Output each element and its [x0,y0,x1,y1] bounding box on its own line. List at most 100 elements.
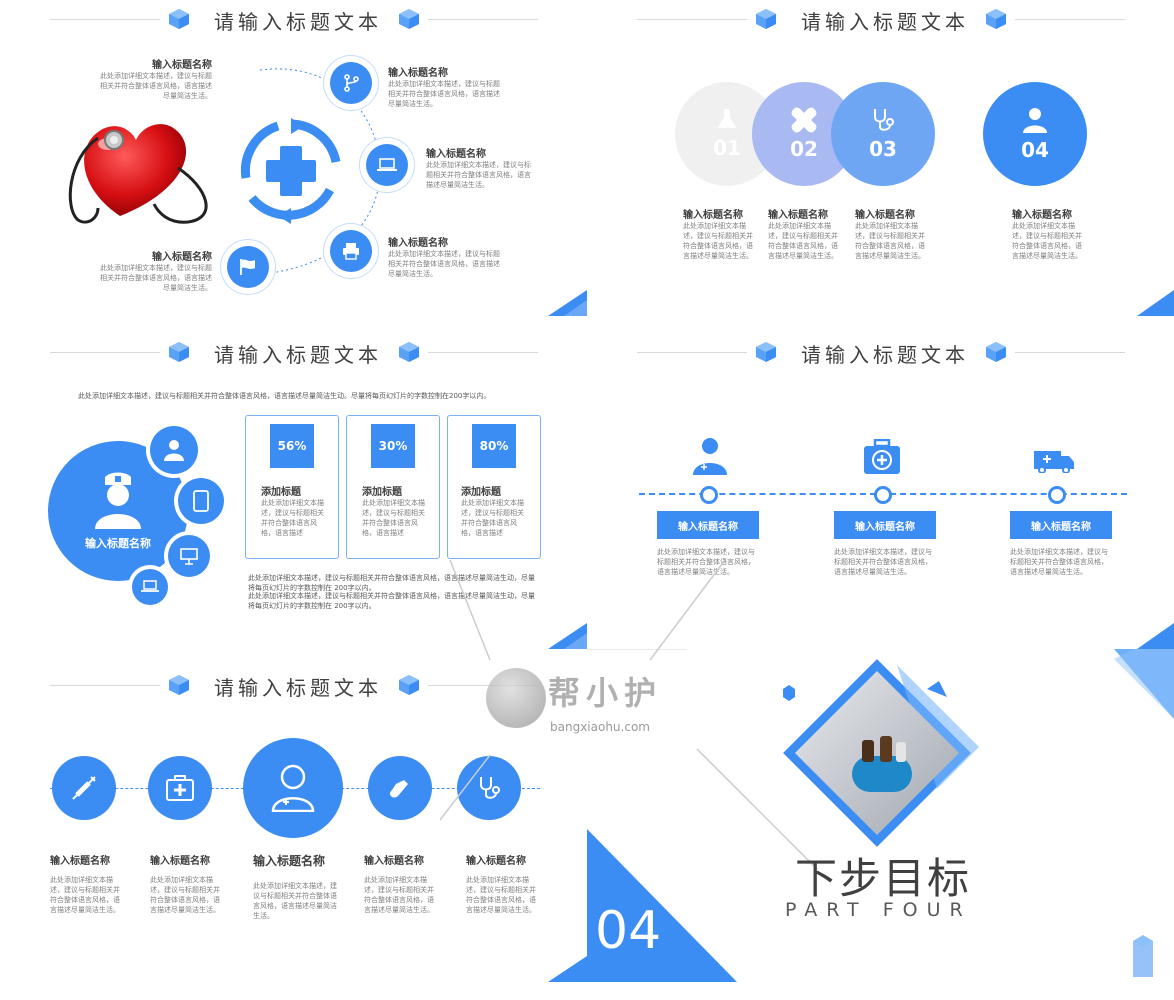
title-rule-left [50,19,160,20]
slide-title: 请输入标题文本 [214,343,382,367]
right-block-1: 输入标题名称 此处添加详细文本描述，建议与标题相关并符合整体语言风格，语言描述尽… [388,64,500,109]
right-block-3: 输入标题名称 此处添加详细文本描述，建议与标题相关并符合整体语言风格，语言描述尽… [388,234,500,279]
item-desc: 此处添加详细文本描述，建议与标题相关并符合整体语言风格，语言描述尽量简洁生活。 [364,876,434,914]
stethoscope-icon [874,109,894,131]
stat-value: 56% [270,424,314,468]
item-title: 输入标题名称 [50,856,110,867]
step-text-04: 输入标题名称 此处添加详细文本描述，建议与标题相关并符合整体语言风格，语言描述尽… [1012,206,1088,261]
timeline-node [700,486,718,504]
slide-title: 请输入标题文本 [801,343,969,367]
stat-card-2: 30% 添加标题 此处添加详细文本描述，建议与标题相关并符合整体语言风格，语言描… [346,415,440,559]
section-number: 04 [595,901,662,961]
cube-icon [986,9,1006,29]
slide-4[interactable]: 请输入标题文本 输入标题名称 输入标题名称 输入标题名称 此处添加详细文本描述，… [587,333,1174,649]
corner-triangle [1137,623,1174,649]
step-text-03: 输入标题名称 此处添加详细文本描述，建议与标题相关并符合整体语言风格，语言描述尽… [855,206,931,261]
item-desc: 此处添加详细文本描述，建议与标题相关并符合整体语言风格，语言描述尽量简洁生活。 [426,161,531,189]
timeline-desc: 此处添加详细文本描述，建议与标题相关并符合整体语言风格，语言描述尽量简洁生活。 [657,548,755,576]
dotted-connector [249,68,381,276]
bandage-icon [791,107,817,133]
timeline-node [1048,486,1066,504]
item-title: 输入标题名称 [388,238,448,249]
intro-text: 此处添加详细文本描述，建议与标题相关并符合整体语言风格，语言描述尽量简洁生动。尽… [78,392,491,400]
title-rule-right [1015,352,1125,353]
item-title: 输入标题名称 [364,856,424,867]
medical-kit-icon [864,439,900,474]
doctor-icon [243,738,343,838]
left-bottom-block: 输入标题名称 此处添加详细文本描述，建议与标题相关并符合整体语言风格，语言描述尽… [100,248,212,293]
title-rule-left [637,19,747,20]
watermark-logo [486,668,546,728]
ambulance-icon [1034,451,1074,473]
step-circle-03: 03 [831,82,935,186]
presentation-icon [168,535,210,577]
step-text-01: 输入标题名称 此处添加详细文本描述，建议与标题相关并符合整体语言风格，语言描述尽… [683,206,759,261]
item-title: 输入标题名称 [768,210,828,221]
laptop-icon [132,569,168,605]
doctor-icon [1023,108,1047,133]
item-title: 输入标题名称 [253,854,326,868]
left-top-block: 输入标题名称 此处添加详细文本描述，建议与标题相关并符合整体语言风格，语言描述尽… [100,56,212,101]
item-title: 输入标题名称 [466,856,526,867]
timeline-label: 输入标题名称 [1010,511,1112,539]
icon-text-1: 输入标题名称 此处添加详细文本描述，建议与标题相关并符合整体语言风格，语言描述尽… [50,852,124,915]
timeline-node [874,486,892,504]
card-desc: 此处添加详细文本描述，建议与标题相关并符合整体语言风格，语言描述 [362,499,425,537]
timeline-desc: 此处添加详细文本描述，建议与标题相关并符合整体语言风格，语言描述尽量简洁生活。 [1010,548,1108,576]
item-desc: 此处添加详细文本描述，建议与标题相关并符合整体语言风格，语言描述尽量简洁生活。 [466,876,536,914]
section-subtitle: PART FOUR [785,899,972,921]
stat-card-3: 80% 添加标题 此处添加详细文本描述，建议与标题相关并符合整体语言风格，语言描… [447,415,541,559]
item-title: 输入标题名称 [855,210,915,221]
cube-icon [986,342,1006,362]
item-desc: 此处添加详细文本描述，建议与标题相关并符合整体语言风格，语言描述尽量简洁生活。 [683,222,753,260]
title-rule-right [1015,19,1125,20]
icon-text-5: 输入标题名称 此处添加详细文本描述，建议与标题相关并符合整体语言风格，语言描述尽… [466,852,540,915]
item-title: 输入标题名称 [388,68,448,79]
title-rule-left [50,352,160,353]
step-number: 01 [713,136,741,160]
bottom-text: 此处添加详细文本描述，建议与标题相关并符合整体语言风格，语言描述尽量简洁生动，尽… [248,574,535,592]
bottom-text: 此处添加详细文本描述，建议与标题相关并符合整体语言风格，语言描述尽量简洁生动，尽… [248,592,535,610]
title-rule-right [428,685,538,686]
title-rule-left [50,685,160,686]
item-title: 输入标题名称 [150,856,210,867]
slide-5[interactable]: 请输入标题文本 输入标题名称 此处添加详细文本描述，建议与标题相关并符合整体语言… [0,666,587,982]
cube-icon [399,675,419,695]
watermark-text: 帮小护 [548,674,663,712]
corner-triangle [1137,290,1174,316]
corner-triangle [548,623,587,649]
cube-icon [756,342,776,362]
slide-title: 请输入标题文本 [214,676,382,700]
center-label: 输入标题名称 [85,537,151,550]
watermark-url: bangxiaohu.com [550,720,650,734]
title-rule-left [637,352,747,353]
title-rule-right [428,352,538,353]
item-desc: 此处添加详细文本描述，建议与标题相关并符合整体语言风格，语言描述尽量简洁生活。 [388,80,500,108]
slide-3[interactable]: 请输入标题文本 此处添加详细文本描述，建议与标题相关并符合整体语言风格，语言描述… [0,333,587,649]
cube-icon [169,9,189,29]
nurse-icon [95,472,141,529]
item-desc: 此处添加详细文本描述，建议与标题相关并符合整体语言风格，语言描述尽量简洁生活。 [100,264,212,292]
step-text-02: 输入标题名称 此处添加详细文本描述，建议与标题相关并符合整体语言风格，语言描述尽… [768,206,844,261]
step-number: 02 [790,137,818,161]
flag-icon [227,246,269,288]
section-title: 下步目标 [795,854,972,903]
printer-icon [330,230,372,272]
doctor-icon [150,426,198,474]
cube-icon [169,342,189,362]
right-block-2: 输入标题名称 此处添加详细文本描述，建议与标题相关并符合整体语言风格，语言描述尽… [426,145,534,190]
stat-card-1: 56% 添加标题 此处添加详细文本描述，建议与标题相关并符合整体语言风格，语言描… [245,415,339,559]
item-desc: 此处添加详细文本描述，建议与标题相关并符合整体语言风格，语言描述尽量简洁生活。 [50,876,120,914]
item-desc: 此处添加详细文本描述，建议与标题相关并符合整体语言风格，语言描述尽量简洁生活。 [855,222,925,260]
slide-2[interactable]: 请输入标题文本 01 02 03 04 输入标题名称 此处添加详细文本描述，建议… [587,0,1174,316]
cube-icon [399,342,419,362]
timeline-label: 输入标题名称 [657,511,759,539]
item-title: 输入标题名称 [152,60,212,71]
timeline-label: 输入标题名称 [834,511,936,539]
slide-6[interactable]: 04 下步目标 PART FOUR [587,649,1174,982]
item-desc: 此处添加详细文本描述，建议与标题相关并符合整体语言风格，语言描述尽量简洁生活。 [253,882,337,920]
branch-icon [330,62,372,104]
slide-title: 请输入标题文本 [214,10,382,34]
slide-1[interactable]: 请输入标题文本 [0,0,587,316]
icon-text-2: 输入标题名称 此处添加详细文本描述，建议与标题相关并符合整体语言风格，语言描述尽… [150,852,224,915]
